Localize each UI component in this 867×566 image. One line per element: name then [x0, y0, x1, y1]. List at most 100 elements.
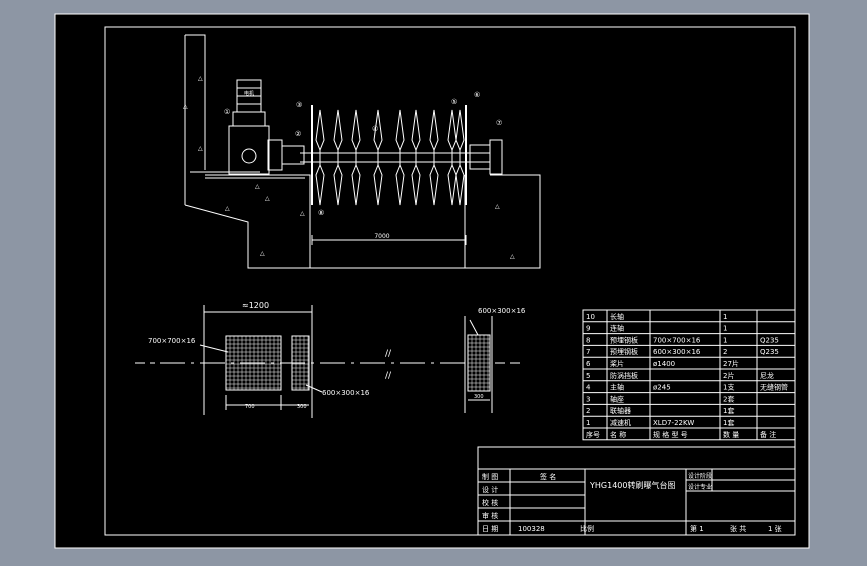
parts-cell-qty: 2套 — [723, 394, 734, 403]
parts-cell-no: 3 — [586, 395, 590, 403]
break-mark-top: // — [385, 349, 392, 359]
sheet-label-3: 1 张 — [768, 524, 782, 533]
channel-outline — [184, 174, 541, 269]
blade-disc — [411, 109, 421, 206]
blade-disc — [373, 109, 383, 206]
svg-text:△: △ — [198, 145, 203, 152]
parts-cell-qty: 1支 — [723, 383, 734, 392]
blade-disc — [455, 109, 465, 206]
parts-cell-no: 5 — [586, 372, 590, 380]
parts-cell-name: 防涡挡板 — [610, 371, 638, 380]
parts-header-qty: 数 量 — [723, 430, 739, 439]
blade-disc — [333, 109, 343, 206]
callout-3: ③ — [296, 101, 302, 109]
plan-dim-700: 700 — [245, 404, 255, 410]
parts-cell-no: 1 — [586, 419, 590, 427]
callout-7: ⑦ — [496, 119, 502, 127]
plate-grids — [226, 335, 490, 391]
plate-small-label-right: 600×300×16 — [478, 307, 526, 315]
break-mark-bottom: // — [385, 371, 392, 381]
blade-disc — [429, 109, 439, 206]
parts-cell-qty: 1 — [723, 325, 727, 333]
svg-text:△: △ — [183, 103, 188, 110]
callout-2: ② — [295, 130, 301, 138]
parts-cell-qty: 27片 — [723, 359, 739, 368]
parts-cell-name: 长轴 — [610, 312, 624, 321]
title-block-texts: YHG1400转刷曝气台图 签 名 制 图 设 计 校 核 审 核 日 期 10… — [482, 472, 782, 533]
plate-small-left — [291, 335, 310, 391]
plate-large-label: 700×700×16 — [148, 337, 196, 345]
title-block — [477, 446, 796, 536]
parts-cell-spec: 700×700×16 — [653, 336, 701, 344]
parts-cell-no: 7 — [586, 348, 590, 356]
parts-cell-name: 连轴 — [610, 324, 624, 333]
parts-cell-name: 桨片 — [610, 359, 624, 368]
callout-5: ⑤ — [451, 98, 457, 106]
callout-1: ① — [224, 108, 230, 116]
parts-cell-name: 联轴器 — [610, 406, 631, 415]
rotor-blades — [315, 109, 465, 206]
callout-6: ⑥ — [474, 91, 480, 99]
parts-cell-spec: 600×300×16 — [653, 348, 701, 356]
plate-small-label: 600×300×16 — [322, 389, 370, 397]
plan-dim-300b: 300 — [474, 394, 484, 400]
parts-cell-no: 2 — [586, 407, 590, 415]
parts-cell-spec: ø1400 — [653, 360, 675, 368]
svg-text:△: △ — [510, 253, 515, 260]
parts-cell-material: 无缝钢管 — [760, 383, 788, 392]
callout-4: ④ — [372, 125, 378, 133]
parts-cell-qty: 2 — [723, 348, 727, 356]
proportion-label: 比例 — [580, 524, 594, 533]
svg-text:△: △ — [198, 75, 203, 82]
svg-text:△: △ — [260, 250, 265, 257]
plan-view — [135, 305, 525, 418]
parts-header-spec: 规 格 型 号 — [653, 430, 688, 439]
parts-cell-qty: 1 — [723, 313, 727, 321]
parts-cell-no: 4 — [586, 384, 591, 392]
blade-disc — [447, 109, 457, 206]
drawing-frame — [104, 26, 796, 536]
parts-header-material: 备 注 — [760, 430, 776, 439]
plan-dim-total: ≈1200 — [242, 301, 269, 310]
plan-dim-300a: 300 — [297, 404, 307, 410]
motor-label: 电机 — [244, 90, 254, 97]
parts-cell-no: 6 — [586, 360, 591, 368]
parts-cell-name: 预埋钢板 — [610, 335, 638, 344]
elevation-dimension-length: 7000 — [374, 233, 389, 240]
date-value: 100328 — [518, 525, 545, 533]
elevation-view — [184, 34, 541, 269]
drawing-title: YHG1400转刷曝气台图 — [589, 480, 675, 490]
tb-row-4: 审 核 — [482, 511, 498, 520]
design-stage-label: 设计阶段 — [688, 472, 712, 480]
svg-text:△: △ — [255, 183, 260, 190]
parts-cell-qty: 1 — [723, 336, 727, 344]
sign-label: 签 名 — [540, 472, 556, 481]
sheet-label-1: 第 1 — [690, 524, 704, 533]
parts-cell-material: Q235 — [760, 348, 779, 356]
sheet-label-2: 张 共 — [730, 524, 746, 533]
wall-outline — [185, 34, 206, 170]
gearbox — [228, 125, 270, 175]
drawing-sheet — [54, 13, 810, 549]
callout-8: ⑧ — [318, 209, 324, 217]
parts-cell-name: 减速机 — [610, 418, 631, 427]
tb-row-2: 设 计 — [482, 485, 498, 494]
parts-cell-name: 预埋钢板 — [610, 347, 638, 356]
parts-cell-qty: 1套 — [723, 418, 734, 427]
parts-header-name: 名 称 — [610, 430, 626, 439]
parts-cell-no: 10 — [586, 313, 595, 321]
svg-text:△: △ — [495, 203, 500, 210]
svg-text:△: △ — [225, 205, 230, 212]
design-specialty-label: 设计专业 — [688, 483, 712, 491]
parts-cell-no: 8 — [586, 336, 590, 344]
parts-cell-no: 9 — [586, 325, 590, 333]
blade-disc — [315, 109, 325, 206]
svg-text:△: △ — [265, 195, 270, 202]
parts-cell-name: 轴座 — [610, 394, 624, 403]
blade-disc — [395, 109, 405, 206]
platform-outline — [205, 174, 311, 268]
tb-row-5: 日 期 — [482, 525, 498, 533]
